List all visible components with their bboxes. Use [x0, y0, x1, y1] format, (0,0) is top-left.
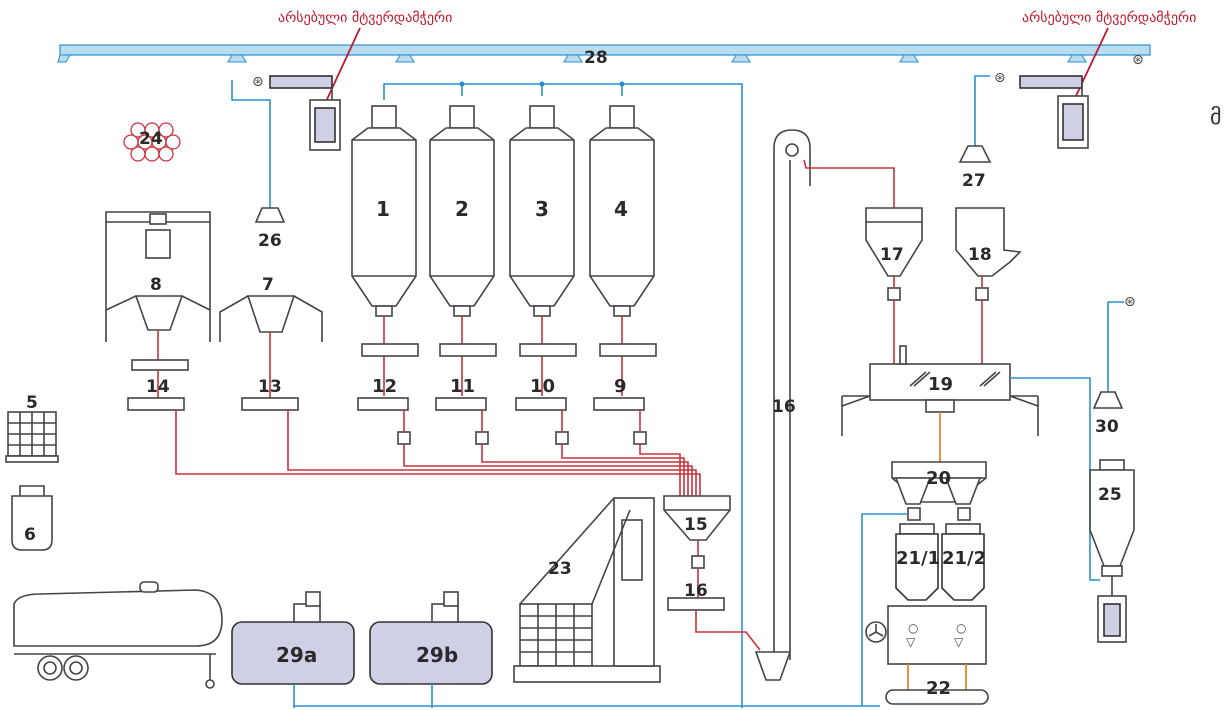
- partial-text: მ: [1210, 105, 1222, 130]
- callout-left-text: არსებული მტვერდამჭერი: [278, 9, 452, 26]
- label-21-2: 21/2: [942, 548, 986, 569]
- label-21-1: 21/1: [896, 548, 940, 569]
- label-30: 30: [1095, 417, 1119, 437]
- conveyor-14: 14: [127, 370, 185, 411]
- blue-line-21: [861, 513, 908, 706]
- label-17: 17: [880, 245, 904, 265]
- label-29b: 29b: [416, 643, 458, 667]
- label-16-elevator: 16: [772, 397, 796, 417]
- label-13: 13: [258, 377, 282, 397]
- silo-21-1: 21/1: [895, 523, 940, 601]
- pallet-5: 5: [5, 393, 59, 463]
- hopper-18: 18: [955, 207, 1022, 364]
- big-bag-6: 6: [11, 485, 53, 551]
- tank-29a: 29a: [231, 591, 355, 708]
- label-24: 24: [139, 129, 163, 149]
- label-11: 11: [450, 376, 475, 397]
- silo-2: 2: [429, 105, 495, 317]
- callout-left: არსებული მტვერდამჭერი: [278, 9, 452, 109]
- label-7: 7: [262, 275, 274, 295]
- bag-station-7: 7: [219, 275, 323, 342]
- silo-25: 25: [1089, 459, 1135, 643]
- label-23: 23: [548, 559, 572, 579]
- arrow-down-icon: ▽: [906, 635, 916, 649]
- tanker-truck: [13, 581, 223, 689]
- label-16-small: 16: [684, 581, 708, 601]
- label-10: 10: [530, 376, 555, 397]
- fan-icon: ⊛: [1132, 52, 1144, 68]
- dust-collector-left: ⊛: [252, 74, 341, 151]
- conveyor-13: 13: [241, 332, 299, 411]
- label-4: 4: [614, 197, 628, 221]
- palletizer-23: 23: [513, 497, 661, 683]
- label-28: 28: [584, 48, 608, 68]
- label-20: 20: [926, 468, 951, 489]
- hopper-17: 17: [865, 207, 923, 364]
- silo-feeders: 12 11 10 9: [357, 316, 657, 445]
- overhead-rail-28: 28: [57, 44, 1151, 68]
- label-1: 1: [376, 197, 390, 221]
- label-25: 25: [1098, 485, 1122, 505]
- arrow-down-icon: ▽: [954, 635, 964, 649]
- label-5: 5: [26, 393, 38, 413]
- fan-26: 26: [231, 80, 286, 251]
- silo-4: 4: [589, 105, 655, 317]
- silo-1: 1: [351, 105, 417, 317]
- silo-21-2: 21/2: [941, 523, 986, 601]
- label-3: 3: [535, 197, 549, 221]
- label-8: 8: [150, 275, 162, 295]
- label-12: 12: [372, 376, 397, 397]
- fan-30: ⊛ 30: [1092, 294, 1136, 437]
- label-22: 22: [926, 678, 951, 699]
- fan-icon: ⊛: [994, 70, 1006, 86]
- silo-group: [383, 81, 743, 708]
- conveyor-16-small: 16: [667, 581, 761, 651]
- label-18: 18: [968, 245, 992, 265]
- hopper-15: 15: [663, 495, 731, 598]
- bag-station-8: 8: [105, 211, 211, 371]
- fan-27: 27: [958, 75, 992, 191]
- mixer-19: 19: [841, 345, 1100, 581]
- label-19: 19: [928, 374, 953, 395]
- dust-collector-right: ⊛ ⊛: [994, 52, 1144, 149]
- fan-icon: ⊛: [1124, 294, 1136, 310]
- honeycomb-24: 24: [123, 122, 181, 162]
- label-26: 26: [258, 231, 282, 251]
- callout-right-text: არსებული მტვერდამჭერი: [1022, 9, 1196, 26]
- hopper-20: 20: [891, 461, 987, 521]
- bucket-elevator-16: 16: [754, 129, 895, 681]
- valve-icon: ○: [956, 621, 966, 635]
- label-2: 2: [455, 197, 469, 221]
- valve-icon: ○: [908, 621, 918, 635]
- silo-3: 3: [509, 105, 575, 317]
- label-6: 6: [24, 525, 36, 545]
- label-27: 27: [962, 171, 986, 191]
- label-15: 15: [684, 515, 708, 535]
- tank-29b: 29b: [369, 591, 493, 708]
- packer-22: ○ ○ ▽ ▽ 22: [865, 605, 989, 705]
- label-29a: 29a: [276, 643, 317, 667]
- fan-icon: ⊛: [252, 74, 264, 90]
- label-9: 9: [614, 376, 627, 397]
- label-14: 14: [146, 377, 170, 397]
- product-lines-to-15: [175, 410, 701, 496]
